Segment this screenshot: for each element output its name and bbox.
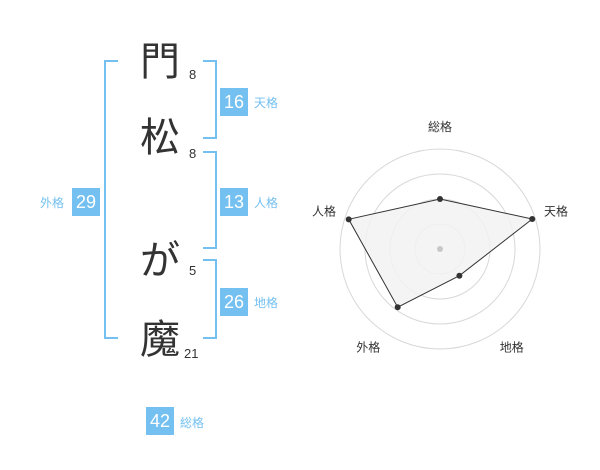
jinkaku-label: 人格 bbox=[254, 196, 279, 210]
tenkaku-bracket bbox=[203, 60, 217, 139]
chikaku-value-badge: 26 bbox=[220, 288, 248, 316]
stroke-count-2: 8 bbox=[189, 146, 197, 161]
radar-data-polygon bbox=[347, 198, 534, 308]
radar-axis-label-1: 総格 bbox=[428, 119, 452, 134]
radar-axis-label-2: 天格 bbox=[544, 203, 568, 218]
radar-point-3 bbox=[456, 272, 463, 279]
name-char-3: が bbox=[140, 238, 180, 284]
chikaku-bracket bbox=[203, 259, 217, 339]
radar-axis-label-5: 人格 bbox=[312, 203, 336, 218]
stroke-count-1: 8 bbox=[189, 67, 197, 82]
radar-center-dot bbox=[437, 246, 443, 252]
chikaku-label: 地格 bbox=[254, 296, 279, 310]
tenkaku-label: 天格 bbox=[254, 96, 279, 110]
stroke-count-3: 5 bbox=[189, 263, 197, 278]
name-char-1: 門 bbox=[140, 39, 180, 85]
stroke-count-4: 21 bbox=[184, 346, 199, 361]
soukaku-value-badge: 42 bbox=[146, 407, 174, 435]
radar-point-5 bbox=[345, 216, 352, 223]
radar-point-1 bbox=[437, 196, 443, 202]
radar-axis-label-3: 地格 bbox=[500, 340, 524, 355]
name-char-2: 松 bbox=[140, 115, 180, 161]
radar-point-2 bbox=[529, 216, 536, 223]
radar-ring bbox=[339, 148, 541, 350]
jinkaku-value-badge: 13 bbox=[220, 188, 248, 216]
soukaku-label: 総格 bbox=[180, 416, 205, 430]
radar-point-4 bbox=[394, 304, 401, 311]
gaikaku-value-badge: 29 bbox=[72, 188, 100, 216]
radar-axis-label-4: 外格 bbox=[356, 340, 380, 355]
gaikaku-label: 外格 bbox=[40, 196, 65, 210]
gaikaku-bracket bbox=[104, 60, 118, 339]
tenkaku-value-badge: 16 bbox=[220, 88, 248, 116]
jinkaku-bracket bbox=[203, 151, 217, 249]
name-char-4: 魔 bbox=[140, 317, 180, 363]
